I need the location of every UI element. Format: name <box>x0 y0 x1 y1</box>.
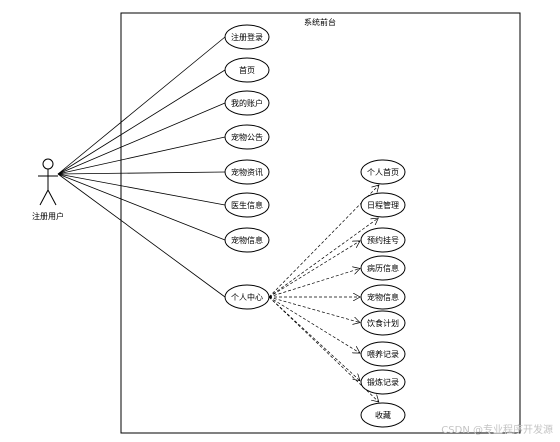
sub-feeding-record: 喂养记录 <box>360 341 406 367</box>
association-line <box>57 173 226 241</box>
association-line <box>57 102 226 175</box>
include-dependency-line <box>268 296 360 381</box>
sub-use-case-label: 日程管理 <box>367 200 399 210</box>
sub-use-case-ellipse <box>360 284 406 310</box>
system-title: 系统前台 <box>304 17 336 27</box>
sub-pet-info: 宠物信息 <box>360 284 406 310</box>
uc-my-account: 我的账户 <box>224 90 270 116</box>
sub-use-case-label: 收藏 <box>375 410 391 420</box>
use-case-ellipse <box>224 159 270 185</box>
association-line <box>57 171 226 175</box>
association-line <box>57 136 226 175</box>
sub-use-case-ellipse <box>360 369 406 395</box>
use-case-ellipse <box>224 227 270 253</box>
use-case-ellipse <box>224 192 270 218</box>
actor-icon <box>38 158 58 206</box>
use-case-ellipse <box>224 90 270 116</box>
use-case-label: 我的账户 <box>231 98 263 108</box>
sub-use-case-ellipse <box>360 310 406 336</box>
include-dependency-line <box>268 218 378 298</box>
sub-use-case-label: 预约挂号 <box>367 235 399 245</box>
sub-use-case-ellipse <box>360 341 406 367</box>
use-case-ellipse <box>224 57 270 83</box>
sub-use-case-label: 喂养记录 <box>367 349 399 359</box>
sub-personal-home: 个人首页 <box>360 159 406 185</box>
sub-medical-record: 病历信息 <box>360 255 406 281</box>
sub-use-case-ellipse <box>360 255 406 281</box>
sub-use-case-ellipse <box>360 402 406 428</box>
include-dependency-line <box>268 241 360 298</box>
use-case-label: 首页 <box>239 65 255 75</box>
uc-pet-notice: 宠物公告 <box>224 124 270 150</box>
uc-personal-center: 个人中心 <box>224 284 270 310</box>
sub-schedule: 日程管理 <box>360 192 406 218</box>
use-case-ellipse <box>224 24 270 50</box>
association-line <box>57 173 226 298</box>
use-case-label: 注册登录 <box>231 32 263 42</box>
sub-use-case-label: 个人首页 <box>367 167 399 177</box>
sub-use-case-ellipse <box>360 227 406 253</box>
uc-home: 首页 <box>224 57 270 83</box>
include-dependency-line <box>268 296 360 353</box>
use-case-label: 宠物信息 <box>231 235 263 245</box>
uc-register-login: 注册登录 <box>224 24 270 50</box>
sub-exercise-record: 锻炼记录 <box>360 369 406 395</box>
sub-use-case-ellipse <box>360 159 406 185</box>
sub-appointment: 预约挂号 <box>360 227 406 253</box>
sub-use-case-label: 宠物信息 <box>367 292 399 302</box>
sub-use-case-ellipse <box>360 192 406 218</box>
use-case-ellipse <box>224 124 270 150</box>
include-dependency-line <box>268 268 360 298</box>
uc-pet-news: 宠物资讯 <box>224 159 270 185</box>
uc-pet-info: 宠物信息 <box>224 227 270 253</box>
use-case-ellipse <box>224 284 270 310</box>
association-line <box>57 173 226 206</box>
use-case-label: 个人中心 <box>231 292 263 302</box>
watermark: CSDN @专业程序开发源 <box>441 423 553 436</box>
include-dependency-line <box>268 296 379 402</box>
use-case-label: 宠物公告 <box>231 132 263 142</box>
uc-doctor-info: 医生信息 <box>224 192 270 218</box>
sub-use-case-label: 病历信息 <box>367 263 399 273</box>
sub-use-case-label: 锻炼记录 <box>367 377 399 387</box>
association-line <box>57 69 226 175</box>
system-boundary <box>120 12 521 434</box>
sub-favorites: 收藏 <box>360 402 406 428</box>
sub-use-case-label: 饮食计划 <box>367 318 399 328</box>
sub-diet-plan: 饮食计划 <box>360 310 406 336</box>
use-case-label: 医生信息 <box>231 200 263 210</box>
actor-label: 注册用户 <box>32 211 64 221</box>
use-case-label: 宠物资讯 <box>231 167 263 177</box>
association-line <box>57 36 226 175</box>
include-dependency-line <box>268 296 360 323</box>
